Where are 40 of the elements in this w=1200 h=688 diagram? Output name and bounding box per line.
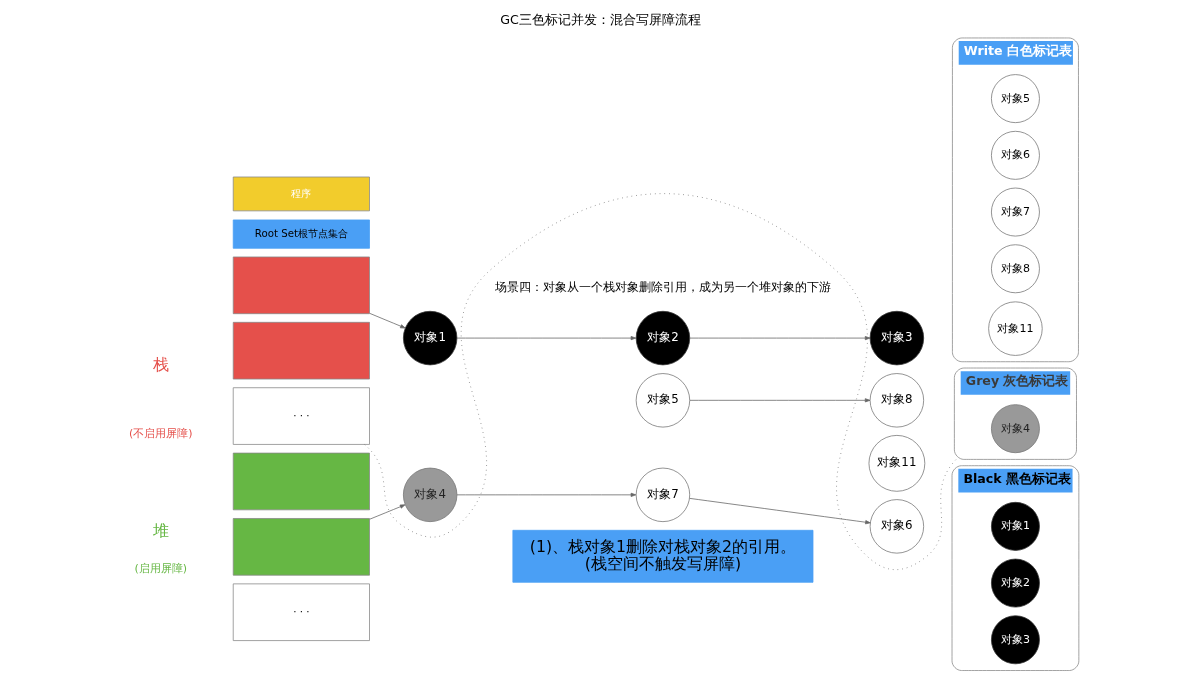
node-circle: 对象6 [869, 499, 924, 554]
arrow [688, 497, 871, 525]
node-box: (1)、栈对象1删除对栈对象2的引用。 (栈空间不触发写屏障) [511, 529, 813, 583]
node-circle: 对象5 [635, 373, 690, 428]
node-circle: 对象3 [990, 615, 1040, 665]
arrow [689, 336, 870, 341]
node-circle: 对象2 [990, 558, 1040, 608]
node-circle: 对象11 [868, 435, 925, 492]
node-circle: 对象4 [990, 404, 1040, 454]
arrow [368, 313, 406, 329]
label: (启用屏障) [133, 561, 187, 575]
node-box: · · · [232, 583, 370, 641]
node-circle: 对象7 [990, 187, 1040, 237]
node-circle: 对象8 [990, 244, 1040, 294]
node-box: Root Set根节点集合 [232, 219, 370, 249]
label: 场景四：对象从一个栈对象删除引用，成为另一个堆对象的下游 [494, 280, 831, 295]
node-circle: 对象1 [402, 310, 457, 366]
label: (不启用屏障) [128, 427, 193, 441]
node-circle: 对象3 [869, 310, 924, 366]
node-circle: 对象8 [869, 373, 924, 428]
node-box [232, 452, 370, 511]
node-circle: 对象1 [990, 501, 1040, 551]
node-circle: 对象7 [635, 467, 690, 523]
node-circle: 对象6 [990, 130, 1040, 180]
node-box: 程序 [232, 176, 370, 212]
arrow [689, 398, 870, 403]
label: 堆 [152, 520, 169, 540]
node-circle: 对象4 [402, 467, 457, 523]
node-circle: 对象11 [987, 301, 1043, 356]
arrow [456, 492, 636, 497]
node-circle: 对象2 [635, 310, 690, 366]
node-box: · · · [232, 387, 370, 445]
node-box [232, 256, 370, 315]
diagram-title: GC三色标记并发：混合写屏障流程 [499, 12, 701, 28]
node-box [232, 321, 370, 380]
node-circle: 对象5 [990, 74, 1040, 124]
node-box [232, 518, 370, 576]
arrow [368, 504, 405, 520]
arrow [456, 336, 636, 341]
label: 栈 [152, 355, 169, 375]
